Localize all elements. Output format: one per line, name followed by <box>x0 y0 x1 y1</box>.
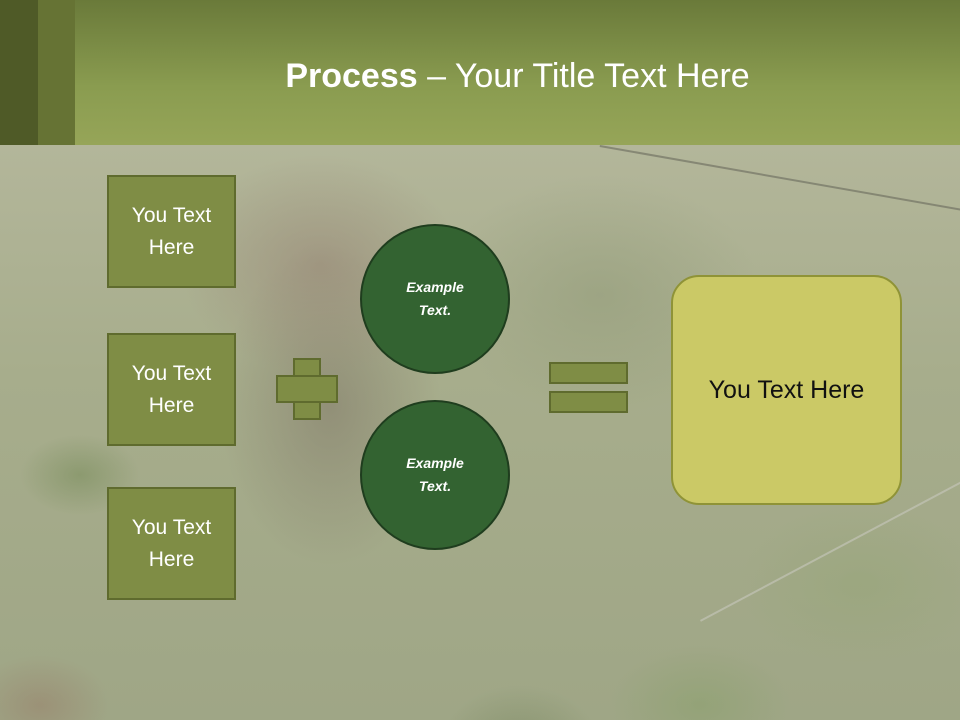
result-box[interactable]: You Text Here <box>671 275 902 505</box>
header-accent-strip-dark <box>0 0 38 145</box>
input-box-1[interactable]: You Text Here <box>107 175 236 288</box>
header-band: Process – Your Title Text Here <box>0 0 960 145</box>
input-box-3-label: You Text Here <box>131 515 212 571</box>
example-circle-2[interactable]: Example Text. <box>360 400 510 550</box>
example-circle-1[interactable]: Example Text. <box>360 224 510 374</box>
slide-title[interactable]: Process – Your Title Text Here <box>75 48 960 104</box>
example-circle-1-label: Example Text. <box>406 279 464 318</box>
example-circle-2-label: Example Text. <box>406 455 464 494</box>
equals-icon-bottom-bar <box>549 391 628 413</box>
input-box-2[interactable]: You Text Here <box>107 333 236 446</box>
input-box-1-label: You Text Here <box>131 203 212 259</box>
plus-icon-center <box>295 377 319 401</box>
equals-icon-top-bar <box>549 362 628 384</box>
input-box-2-label: You Text Here <box>131 361 212 417</box>
input-box-3[interactable]: You Text Here <box>107 487 236 600</box>
result-box-label: You Text Here <box>708 375 865 404</box>
title-bold: Process <box>285 57 418 95</box>
title-rest: – Your Title Text Here <box>417 57 750 95</box>
header-accent-strip <box>38 0 75 145</box>
